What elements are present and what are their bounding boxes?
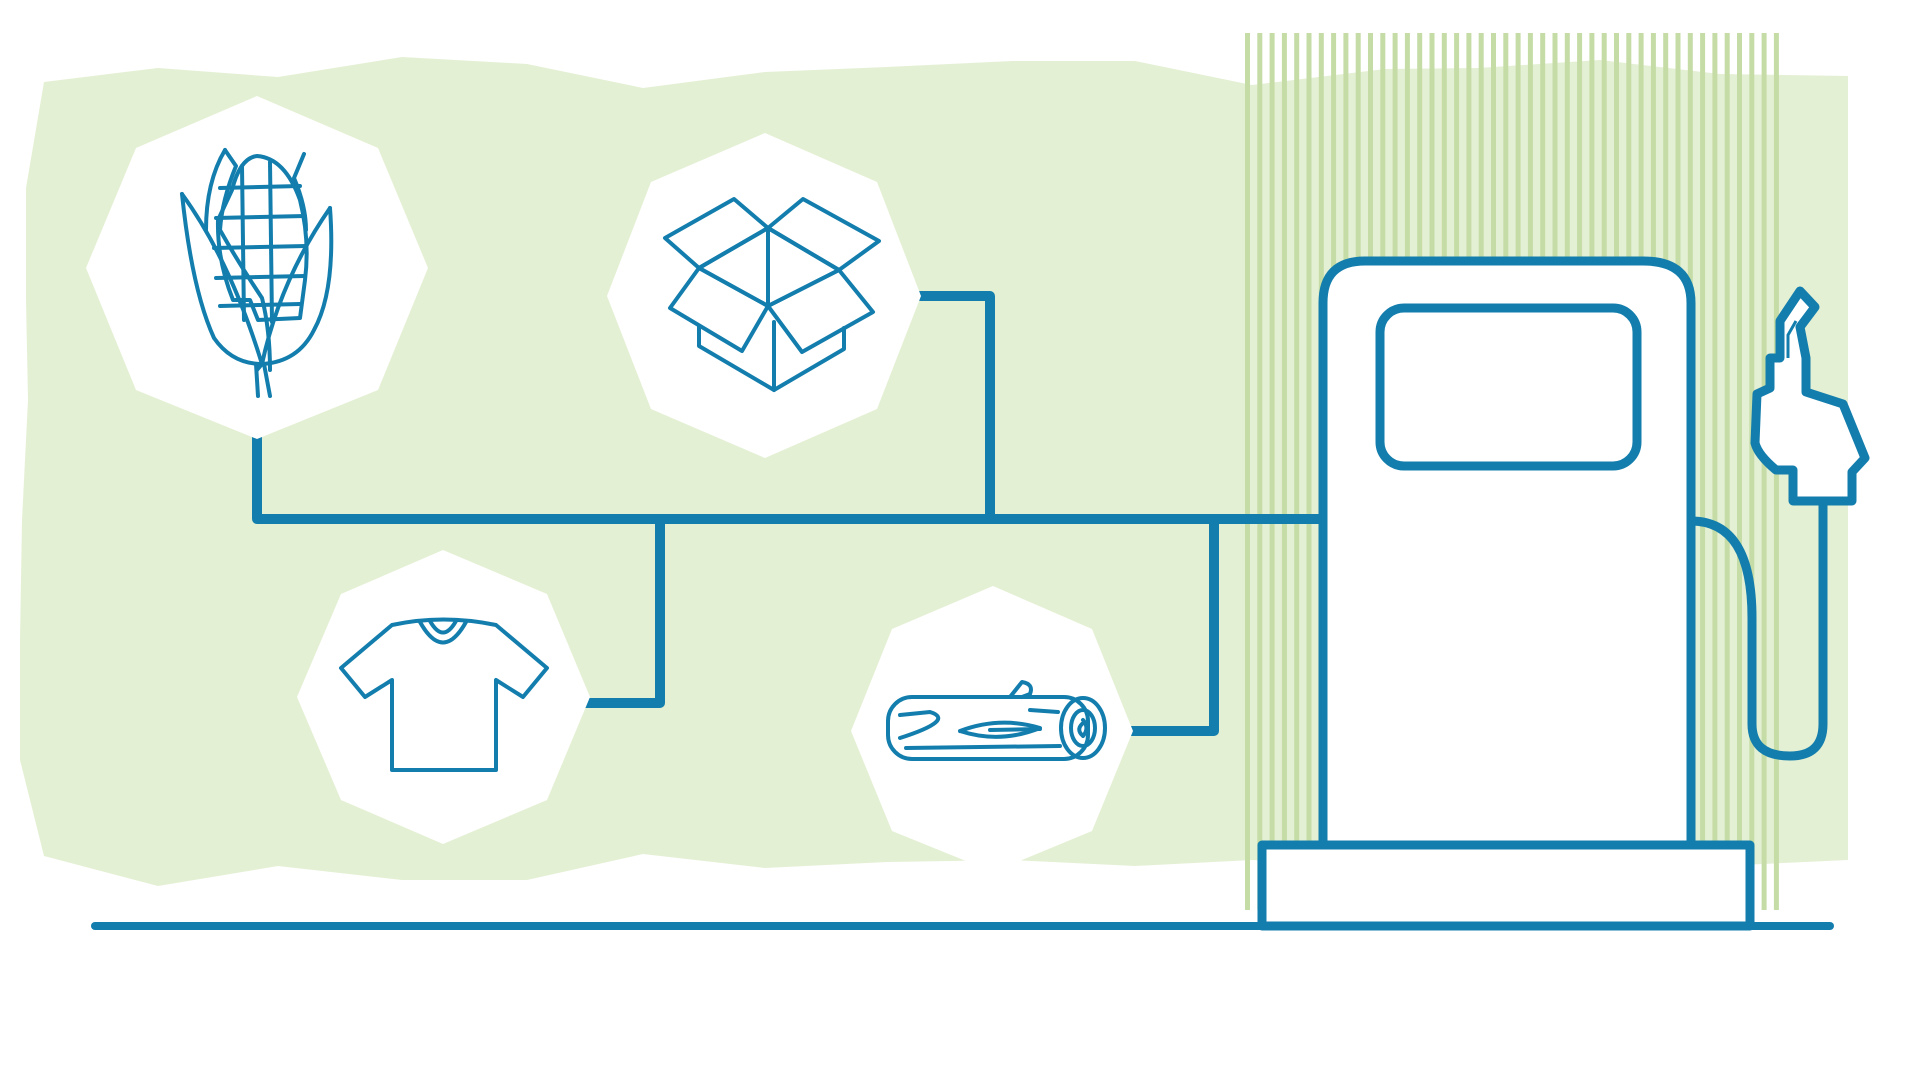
stripe <box>1245 33 1250 910</box>
t-shirt-icon <box>339 617 549 772</box>
stripe <box>1724 33 1730 910</box>
stripe <box>1294 33 1300 910</box>
node-wood-log <box>851 586 1133 872</box>
stripe <box>1281 33 1287 910</box>
stripe <box>1306 33 1312 910</box>
box-pipe <box>915 291 995 524</box>
shirt-pipe <box>575 514 665 708</box>
main-pipe <box>252 431 1330 524</box>
node-cardboard-box <box>607 133 921 458</box>
fuel-pump <box>1257 256 1870 931</box>
node-corn <box>86 96 428 439</box>
fuel-pump-icon <box>1257 256 1870 931</box>
stripe <box>1269 33 1275 910</box>
log-pipe <box>1125 514 1219 736</box>
corn-icon <box>180 148 334 398</box>
open-box-icon <box>663 197 881 392</box>
pump-display <box>1375 303 1642 471</box>
pump-base <box>1257 840 1755 931</box>
stripe <box>1257 33 1263 910</box>
stripe <box>1749 33 1755 910</box>
fuel-nozzle <box>1750 286 1870 506</box>
pump-hose <box>1686 496 1828 761</box>
stripe <box>1700 33 1706 910</box>
stripe <box>1712 33 1718 910</box>
stripe <box>1737 33 1742 910</box>
log-icon <box>886 680 1107 761</box>
node-t-shirt <box>297 550 590 844</box>
stripe <box>1761 33 1767 910</box>
